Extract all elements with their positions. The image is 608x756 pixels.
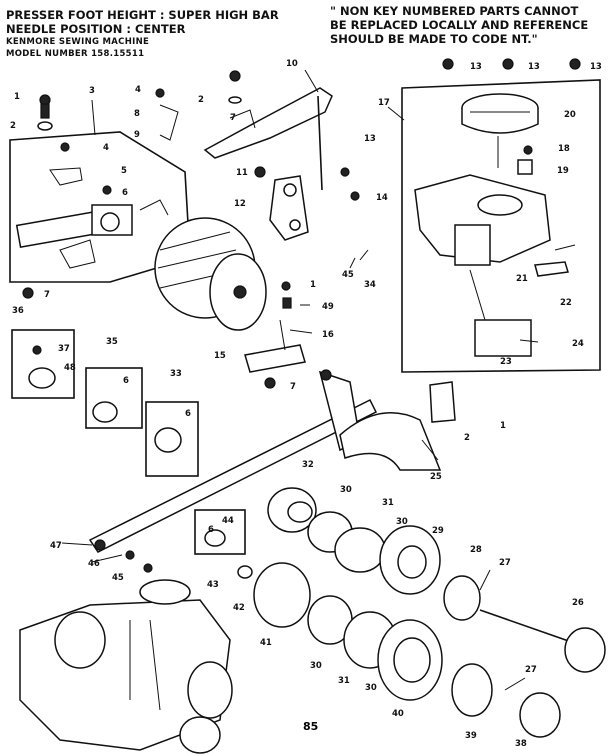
callout-48: 48	[64, 363, 76, 373]
feed-rods	[88, 369, 456, 553]
callout-45a: 45	[112, 573, 124, 583]
callout-31b: 31	[338, 676, 350, 686]
callout-12: 12	[234, 199, 246, 209]
leader-lines	[61, 69, 539, 691]
callout-43: 43	[207, 580, 219, 590]
note-line-2: BE REPLACED LOCALLY AND REFERENCE	[330, 18, 589, 32]
callout-7c: 7	[230, 113, 236, 123]
callout-38: 38	[515, 739, 527, 749]
callout-29: 29	[432, 526, 444, 536]
callout-26: 26	[572, 598, 584, 608]
note-line-3: SHOULD BE MADE TO CODE NT."	[330, 32, 538, 46]
callout-27b: 27	[525, 665, 537, 675]
callout-6b: 6	[123, 376, 129, 386]
header-left: PRESSER FOOT HEIGHT : SUPER HIGH BAR NEE…	[6, 8, 279, 60]
callout-15: 15	[214, 351, 226, 361]
callout-8: 8	[134, 109, 140, 119]
callout-6: 6	[122, 188, 128, 198]
callout-17: 17	[378, 98, 390, 108]
callout-13a: 13	[470, 62, 482, 72]
header-presser-foot: PRESSER FOOT HEIGHT : SUPER HIGH BAR	[6, 8, 279, 22]
callout-31a: 31	[382, 498, 394, 508]
callout-18: 18	[558, 144, 570, 154]
callout-30c: 30	[310, 661, 322, 671]
presser-lever-assembly	[155, 70, 360, 241]
motor-assembly	[154, 217, 306, 389]
callout-20: 20	[564, 110, 576, 120]
header-machine: KENMORE SEWING MACHINE	[6, 37, 150, 47]
callout-2c: 2	[464, 433, 470, 443]
callout-6d: 6	[208, 525, 214, 535]
callout-35: 35	[106, 337, 118, 347]
callout-13d: 13	[364, 134, 376, 144]
callout-28: 28	[470, 545, 482, 555]
shaft-and-handwheel	[125, 487, 606, 738]
header-needle-position: NEEDLE POSITION : CENTER	[6, 22, 186, 36]
page-number: 85	[303, 720, 319, 733]
callout-25: 25	[430, 472, 442, 482]
callout-5: 5	[121, 166, 127, 176]
callout-9: 9	[134, 130, 140, 140]
callout-23: 23	[500, 357, 512, 367]
header-right-note: " NON KEY NUMBERED PARTS CANNOT BE REPLA…	[330, 4, 588, 46]
callout-42: 42	[233, 603, 245, 613]
callout-30d: 30	[365, 683, 377, 693]
callout-41: 41	[260, 638, 272, 648]
callout-33: 33	[170, 369, 182, 379]
callout-47: 47	[50, 541, 62, 551]
note-line-1: " NON KEY NUMBERED PARTS CANNOT	[330, 4, 579, 18]
callout-7b: 7	[290, 382, 296, 392]
callout-37: 37	[58, 344, 70, 354]
callout-3: 3	[89, 86, 95, 96]
callout-4: 4	[103, 143, 109, 153]
callout-27a: 27	[499, 558, 511, 568]
callout-13c: 13	[590, 62, 602, 72]
machine-body-sketch	[19, 579, 233, 754]
callout-36: 36	[12, 306, 24, 316]
callout-6c: 6	[185, 409, 191, 419]
callout-34: 34	[364, 280, 376, 290]
callout-10: 10	[286, 59, 298, 69]
callout-30a: 30	[340, 485, 352, 495]
callout-40: 40	[392, 709, 404, 719]
callout-16: 16	[322, 330, 334, 340]
callout-44: 44	[222, 516, 234, 526]
callout-1: 1	[14, 92, 20, 102]
callout-14: 14	[376, 193, 388, 203]
callout-22: 22	[560, 298, 572, 308]
callout-2b: 2	[198, 95, 204, 105]
callout-30b: 30	[396, 517, 408, 527]
callout-numbers: 1 2 3 4 5 6 7 8 9 10 11 12 13 13 13 13 1…	[10, 59, 602, 749]
callout-4b: 4	[135, 85, 141, 95]
callout-21: 21	[516, 274, 528, 284]
callout-1c: 1	[500, 421, 506, 431]
callout-46: 46	[88, 559, 100, 569]
presser-bar-assembly-box	[9, 94, 191, 299]
callout-39: 39	[465, 731, 477, 741]
callout-24: 24	[572, 339, 584, 349]
callout-49: 49	[322, 302, 334, 312]
callout-32: 32	[302, 460, 314, 470]
callout-1b: 1	[310, 280, 316, 290]
callout-2: 2	[10, 121, 16, 131]
header-model: MODEL NUMBER 158.15511	[6, 49, 145, 59]
callout-13b: 13	[528, 62, 540, 72]
callout-11: 11	[236, 168, 248, 178]
callout-45b: 45	[342, 270, 354, 280]
callout-19: 19	[557, 166, 569, 176]
callout-7: 7	[44, 290, 50, 300]
hook-assembly-box	[401, 58, 601, 373]
tension-parts-left	[11, 329, 199, 477]
